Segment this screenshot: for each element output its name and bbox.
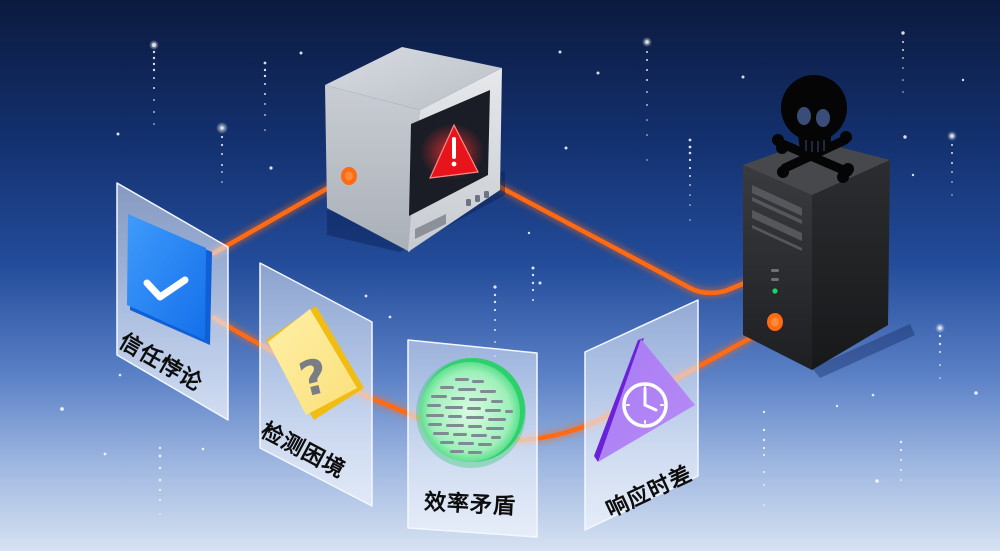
status-led [772,288,778,294]
card-response-lag[interactable] [584,299,699,531]
clock-icon [622,382,668,428]
card-efficiency-conflict[interactable] [407,339,538,538]
cable-computer-to-server [465,167,748,296]
card-trust-paradox[interactable] [116,182,229,421]
data-disc-icon [420,362,520,462]
skull-crossbones-icon [772,75,854,183]
checkmark-icon [143,276,189,301]
card-detection-dilemma[interactable]: ? [259,262,373,507]
card-label-efficiency-conflict: 效率矛盾 [423,489,517,520]
cable-card1-to-computer [211,173,352,256]
